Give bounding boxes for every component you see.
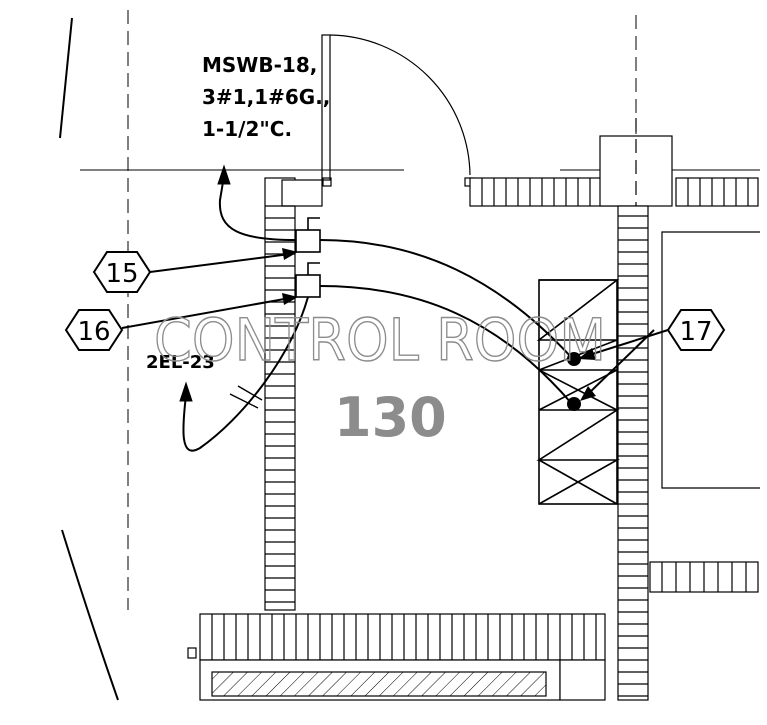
termination-dot-upper: [567, 352, 581, 366]
leader-17-a-arrowhead: [578, 348, 596, 360]
room-number: 130: [334, 386, 447, 449]
keynote-tag-16: 16: [64, 309, 124, 351]
leader-15-arrowhead: [282, 248, 298, 260]
leader-17-b: [585, 329, 655, 397]
leader-16-arrowhead: [282, 293, 298, 305]
feeder-note-line-3: 1-1/2"C.: [202, 117, 292, 141]
leader-15: [149, 253, 291, 273]
keynote-hexagon-16: [64, 309, 124, 351]
feeder-note: MSWB-18, 3#1,1#6G., 1-1/2"C.: [202, 53, 330, 141]
keynote-tag-15: 15: [92, 251, 152, 293]
bottom-wall-courses: [211, 614, 597, 660]
adjacent-room: [649, 231, 760, 593]
junction-box-upper: [295, 229, 321, 253]
left-wall-outline: [264, 177, 296, 611]
panel-line-b: [538, 459, 618, 505]
boundary-arcs: [59, 17, 119, 701]
keynote-arrowheads: [282, 248, 596, 401]
circuit-label: 2EL-23: [146, 352, 215, 373]
door-swing-arc: [329, 34, 471, 176]
bottom-wall: [187, 613, 606, 701]
keynote-number-17: 17: [679, 317, 712, 347]
boundary-arc-top: [59, 17, 73, 139]
top-wall-right-outline: [675, 177, 759, 207]
junction-box-lower-tab: [307, 262, 320, 275]
left-wall-head: [281, 179, 323, 207]
leader-16: [121, 297, 291, 329]
keynote-leaders: [121, 253, 669, 397]
boundary-arc-bottom: [61, 529, 119, 701]
bottom-hatch: [211, 671, 547, 697]
keynote-tag-17: 17: [666, 309, 726, 351]
leader-17-a: [585, 329, 669, 357]
top-wall-right-courses: [687, 178, 749, 206]
bottom-wall-stub: [187, 647, 197, 659]
column: [599, 118, 673, 210]
right-wall-outline: [617, 205, 649, 701]
conduit-upper-run: [319, 239, 573, 359]
home-run-arrows: [179, 164, 231, 402]
conduit-branch-home-run: [182, 296, 309, 452]
conduit-tick-2: [237, 385, 263, 401]
panel-line-a: [538, 369, 618, 411]
keynote-number-15: 15: [105, 259, 138, 289]
door-jamb-left: [322, 177, 332, 187]
termination-points: [567, 352, 581, 411]
right-wall: [617, 205, 649, 701]
feeder-arrowhead: [217, 164, 231, 185]
conduit-tick-1: [229, 393, 259, 409]
feeder-note-line-2: 3#1,1#6G.,: [202, 85, 330, 109]
door: [321, 34, 474, 187]
electrical-panel: [536, 279, 621, 505]
conduit-feeder-home-run: [218, 175, 297, 241]
door-leaf: [321, 34, 331, 181]
leader-17-b-arrowhead: [580, 386, 596, 401]
left-wall-courses: [265, 205, 295, 603]
conduits: [182, 175, 573, 452]
branch-arrowhead: [179, 381, 193, 402]
panel-zigzag: [536, 279, 621, 505]
keynote-hexagon-17: [666, 309, 726, 351]
bottom-corner-block: [559, 659, 606, 701]
top-wall: [469, 177, 759, 207]
junction-box-lower: [295, 274, 321, 298]
room-name: CONTROL ROOM: [154, 306, 606, 374]
keynote-hexagon-15: [92, 251, 152, 293]
bottom-wall-outline: [199, 613, 606, 661]
adjacent-room-outline: [661, 231, 760, 489]
termination-dot-lower: [567, 397, 581, 411]
conduit-lower-run: [319, 285, 573, 405]
feeder-note-line-1: MSWB-18,: [202, 53, 317, 77]
adjacent-wall-courses: [661, 562, 747, 592]
junction-box-upper-tab: [307, 217, 320, 230]
keynote-number-16: 16: [77, 317, 110, 347]
junction-boxes: [295, 217, 321, 298]
right-wall-courses: [618, 215, 648, 697]
top-wall-outline: [469, 177, 621, 207]
